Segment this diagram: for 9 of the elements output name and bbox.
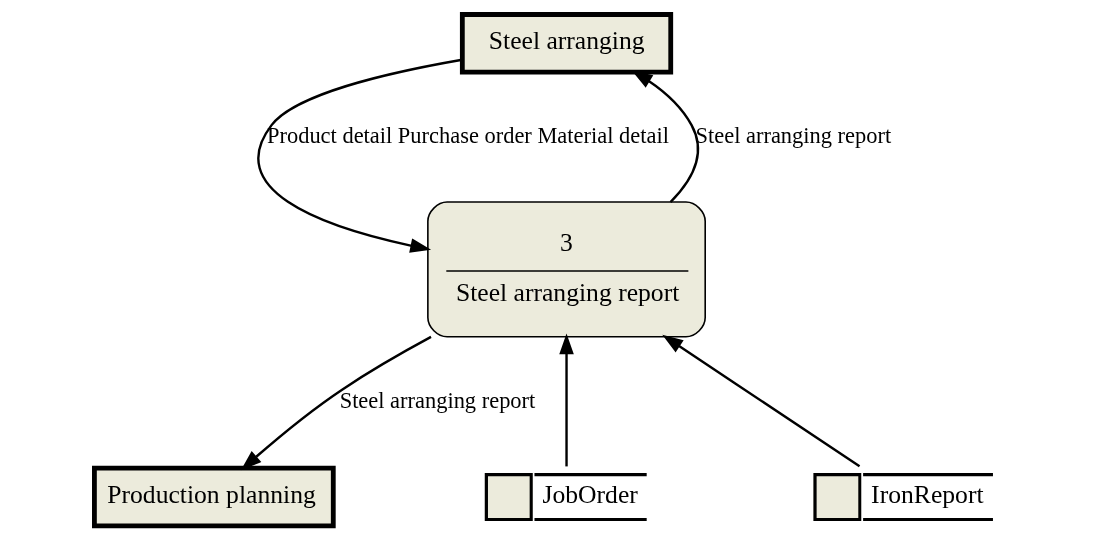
arrow: [558, 333, 574, 467]
arrow: [661, 334, 860, 468]
edge-label: Steel arranging report: [339, 387, 535, 413]
node-box: 3 Steel arranging report: [426, 201, 706, 338]
edge-label: Steel arranging report: [695, 123, 891, 149]
edge-label: Product detail Purchase order Material detail: [266, 123, 669, 149]
arrow: [256, 58, 462, 253]
node-box: Steel arranging: [459, 12, 673, 75]
node-box: Production planning: [91, 465, 336, 529]
